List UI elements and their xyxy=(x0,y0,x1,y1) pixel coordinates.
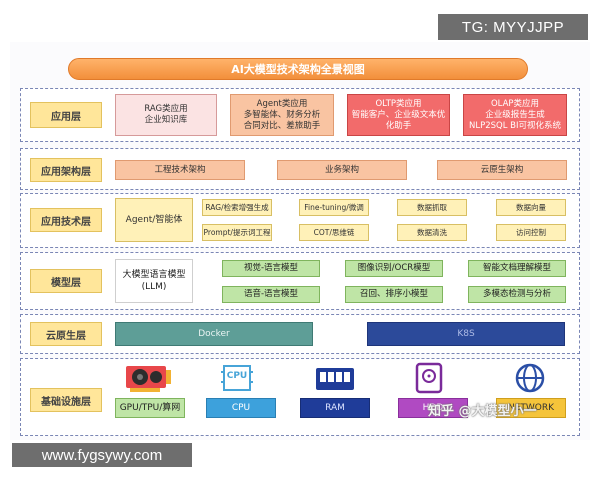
telegram-tag: TG: MYYJJPP xyxy=(438,14,588,40)
agent-app-desc-1: 多智能体、财务分析 xyxy=(243,109,321,120)
fine-tuning-box: Fine-tuning/微调 xyxy=(299,199,369,216)
oltp-app-desc-1: 智能客户、企业级文本优 xyxy=(351,109,446,120)
doc-understanding-box: 智能文档理解模型 xyxy=(468,260,566,277)
hdd-icon xyxy=(414,362,444,394)
app-arch-label: 应用架构层 xyxy=(30,158,102,182)
data-vector-box: 数据向量 xyxy=(496,199,566,216)
llm-title: 大模型语言模型 xyxy=(122,270,186,280)
recall-rank-model-box: 召回、排序小模型 xyxy=(345,286,443,303)
olap-app-desc-1: 企业级报告生成 xyxy=(485,109,545,120)
olap-app-desc-2: NLP2SQL BI可视化系统 xyxy=(469,120,561,131)
agent-app-box: Agent类应用 多智能体、财务分析 合同对比、差旅助手 xyxy=(230,94,334,136)
ram-label: RAM xyxy=(300,398,370,418)
prompt-box: Prompt/提示词工程 xyxy=(202,224,272,241)
cot-box: COT/思维链 xyxy=(299,224,369,241)
data-crawl-box: 数据抓取 xyxy=(397,199,467,216)
docker-box: Docker xyxy=(115,322,313,346)
oltp-app-box: OLTP类应用 智能客户、企业级文本优 化助手 xyxy=(347,94,450,136)
ocr-model-box: 图像识别/OCR模型 xyxy=(345,260,443,277)
app-layer-label: 应用层 xyxy=(30,102,102,128)
infra-label: 基础设施层 xyxy=(30,388,102,412)
agent-box: Agent/智能体 xyxy=(115,198,193,242)
zhihu-watermark: 知乎 @大模型小一 xyxy=(428,404,537,419)
oltp-app-desc-2: 化助手 xyxy=(385,120,412,131)
globe-icon xyxy=(514,362,546,394)
biz-arch-box: 业务架构 xyxy=(277,160,407,180)
speech-lang-model-box: 语音-语言模型 xyxy=(222,286,320,303)
vision-lang-model-box: 视觉-语言模型 xyxy=(222,260,320,277)
olap-app-box: OLAP类应用 企业级报告生成 NLP2SQL BI可视化系统 xyxy=(463,94,567,136)
network-label: NETWORK xyxy=(496,398,566,418)
cloud-native-arch-box: 云原生架构 xyxy=(437,160,567,180)
llm-box: 大模型语言模型 (LLM) xyxy=(115,259,193,303)
app-tech-label: 应用技术层 xyxy=(30,208,102,232)
agent-app-desc-2: 合同对比、差旅助手 xyxy=(243,120,321,131)
cpu-chip-text: CPU xyxy=(226,371,248,381)
olap-app-title: OLAP类应用 xyxy=(490,98,540,109)
llm-abbr: (LLM) xyxy=(141,282,167,292)
oltp-app-title: OLTP类应用 xyxy=(375,98,422,109)
gpu-label: GPU/TPU/算网 xyxy=(115,398,185,418)
agent-app-title: Agent类应用 xyxy=(256,98,308,109)
ram-icon xyxy=(314,366,356,392)
cloud-label: 云原生层 xyxy=(30,322,102,346)
rag-app-desc: 企业知识库 xyxy=(144,115,188,125)
model-label: 模型层 xyxy=(30,269,102,293)
eng-arch-box: 工程技术架构 xyxy=(115,160,245,180)
site-watermark: www.fygsywy.com xyxy=(12,443,192,467)
rag-app-title: RAG类应用 xyxy=(144,104,188,114)
access-control-box: 访问控制 xyxy=(496,224,566,241)
cpu-label: CPU xyxy=(206,398,276,418)
rag-app-box: RAG类应用 企业知识库 xyxy=(115,94,217,136)
multimodal-detect-box: 多模态检测与分析 xyxy=(468,286,566,303)
cpu-icon: CPU xyxy=(218,362,256,394)
gpu-icon xyxy=(122,360,174,396)
data-clean-box: 数据清洗 xyxy=(397,224,467,241)
k8s-box: K8S xyxy=(367,322,565,346)
infra-row xyxy=(20,358,580,436)
hdd-label: HDD xyxy=(398,398,468,418)
rag-tech-box: RAG/检索增强生成 xyxy=(202,199,272,216)
diagram-title: AI大模型技术架构全景视图 xyxy=(68,58,528,80)
